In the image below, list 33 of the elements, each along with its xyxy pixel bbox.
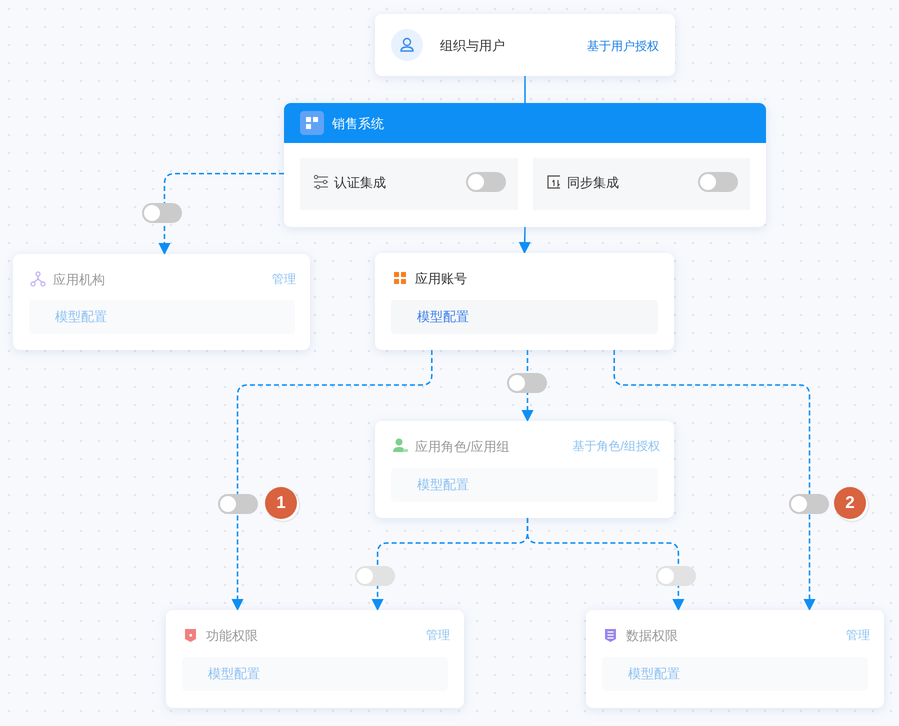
connector-arrow — [613, 350, 816, 611]
card-title: 组织与用户 — [440, 37, 505, 55]
link-text: 基于用户授权 — [587, 38, 659, 55]
card-title: 应用账号 — [415, 270, 467, 288]
card-title: 销售系统 — [332, 115, 384, 133]
card — [375, 14, 675, 76]
connector-arrow — [526, 518, 684, 611]
link-text: 管理 — [846, 627, 870, 644]
card — [586, 610, 884, 708]
panel-label: 认证集成 — [334, 174, 386, 192]
card — [13, 254, 310, 350]
connector-arrow — [232, 350, 433, 611]
config-link-panel: 模型配置 — [602, 657, 868, 691]
config-link-panel: 模型配置 — [29, 300, 295, 334]
card-title: 应用机构 — [53, 271, 105, 289]
card-title: 数据权限 — [626, 627, 678, 645]
connector-arrow — [158, 172, 284, 255]
integration-panel — [533, 158, 750, 210]
connector-arrow — [518, 226, 531, 254]
card-title: 应用角色/应用组 — [415, 438, 510, 456]
integration-panel — [300, 158, 518, 210]
link-text: 基于角色/组授权 — [572, 438, 660, 455]
link-text: 管理 — [426, 627, 450, 644]
card — [375, 421, 674, 518]
config-link-panel: 模型配置 — [391, 300, 658, 334]
system-card — [284, 103, 766, 227]
card — [375, 253, 674, 350]
card-title: 功能权限 — [206, 627, 258, 645]
config-link-panel: 模型配置 — [182, 657, 448, 691]
link-text: 管理 — [272, 271, 296, 288]
card — [166, 610, 464, 708]
config-link-panel: 模型配置 — [391, 468, 658, 502]
panel-label: 同步集成 — [567, 174, 619, 192]
